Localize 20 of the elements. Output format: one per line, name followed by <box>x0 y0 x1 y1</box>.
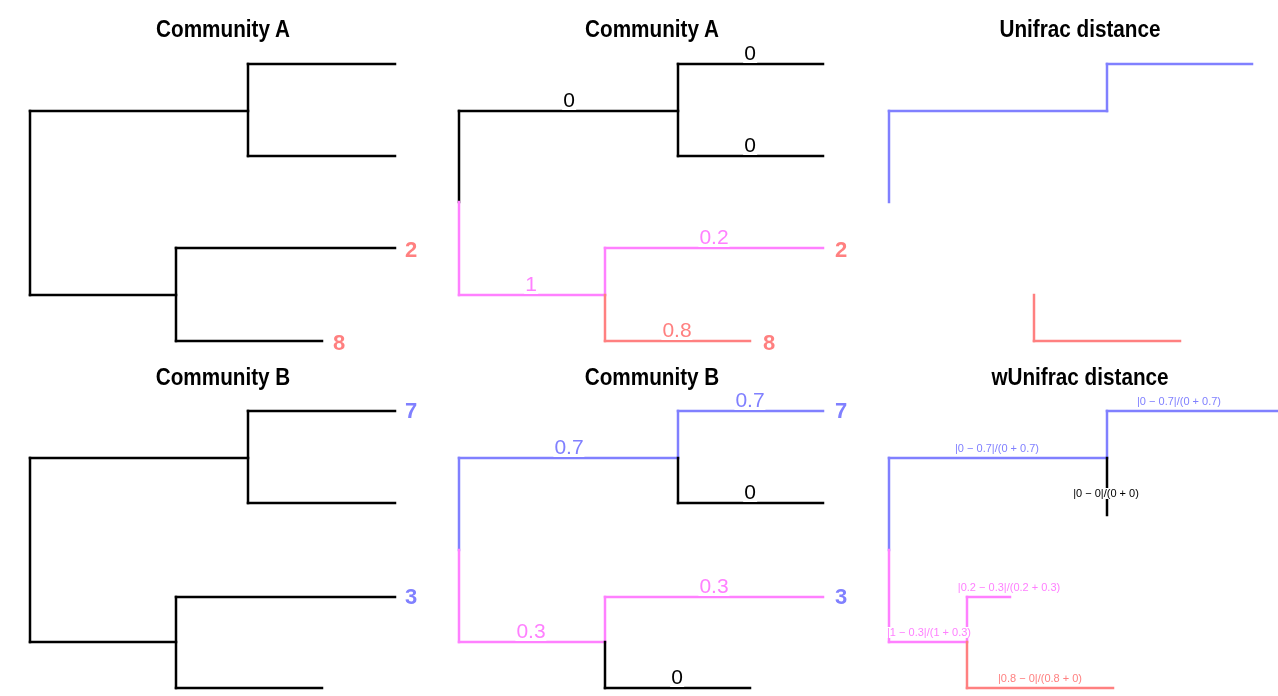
panel-title: wUnifrac distance <box>991 366 1169 389</box>
tip-label: 7 <box>835 400 848 422</box>
tip-label: 2 <box>405 239 418 261</box>
tip-label: 8 <box>333 332 346 354</box>
panel-title: Community B <box>584 366 720 389</box>
formula-label: |0 − 0|/(0 + 0) <box>1072 488 1140 499</box>
formula-label: |0.2 − 0.3|/(0.2 + 0.3) <box>956 582 1062 593</box>
panel-title: Unifrac distance <box>999 18 1161 41</box>
tip-label: 8 <box>763 332 776 354</box>
formula-label: |0 − 0.7|/(0 + 0.7) <box>1136 396 1222 407</box>
formula-label: |0 − 0.7|/(0 + 0.7) <box>954 443 1040 454</box>
formula-label: |0.8 − 0|/(0.8 + 0) <box>997 673 1083 684</box>
panel-title: Community B <box>155 366 291 389</box>
panel-title: Community A <box>156 18 290 41</box>
tip-label: 3 <box>405 586 418 608</box>
tip-label: 3 <box>835 586 848 608</box>
tip-label: 2 <box>835 239 848 261</box>
panel-title: Community A <box>585 18 719 41</box>
formula-label: |1 − 0.3|/(1 + 0.3) <box>886 627 972 638</box>
tip-label: 7 <box>405 400 418 422</box>
